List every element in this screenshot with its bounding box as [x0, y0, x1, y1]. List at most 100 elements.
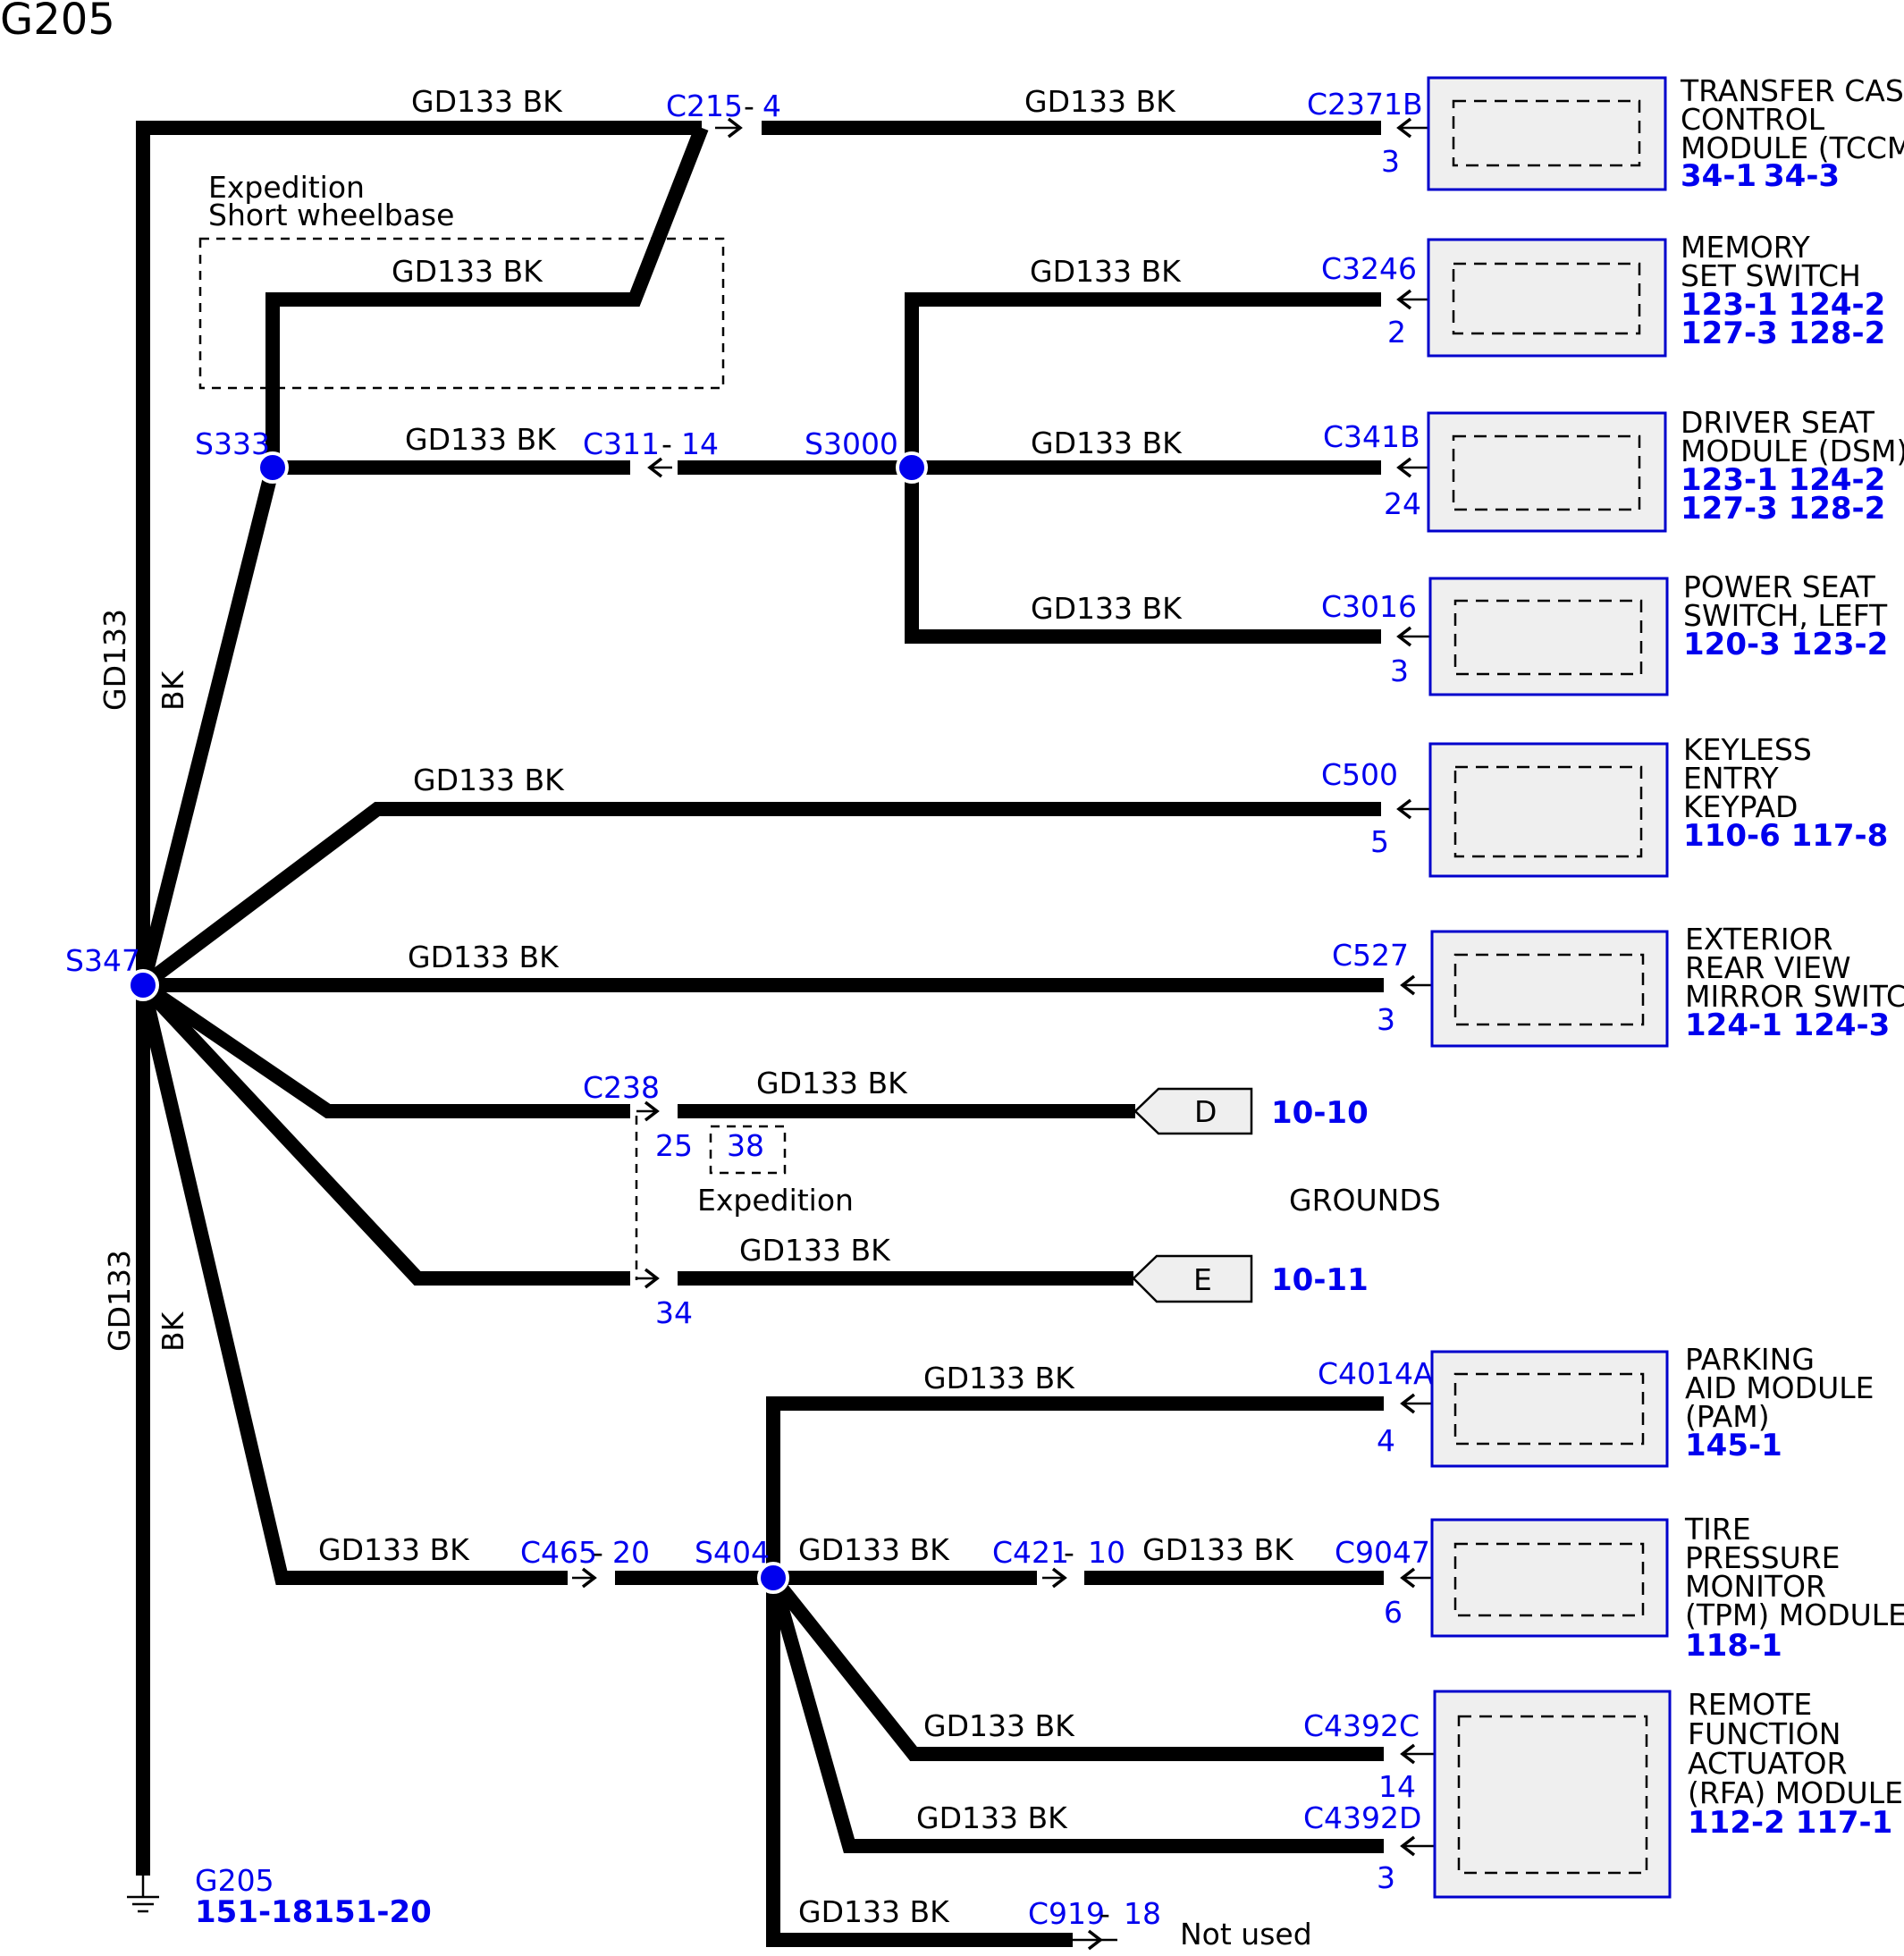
c215-dash: -	[744, 89, 754, 123]
c465-pin: 20	[612, 1535, 650, 1570]
wire-to-c238-a	[139, 979, 630, 1118]
trunk-circuit-lower: GD133	[102, 1250, 137, 1352]
rfa-name-line: ACTUATOR	[1688, 1746, 1847, 1781]
tpm-name-line: PRESSURE	[1685, 1540, 1841, 1575]
wire-label: GD133 BK	[1031, 591, 1183, 626]
tpm-name-line: MONITOR	[1685, 1569, 1826, 1604]
wire-label: GD133 BK	[413, 763, 565, 797]
power-seat-switch-inner	[1453, 599, 1643, 676]
wire-label: GD133 BK	[756, 1066, 908, 1100]
memory-switch-name-line: MEMORY	[1681, 230, 1811, 265]
c238-label: C238	[583, 1070, 660, 1105]
tccm-ref: 34-3	[1764, 158, 1840, 194]
c500-pin: 5	[1370, 824, 1389, 859]
wire-label: GD133 BK	[1030, 254, 1182, 289]
splice-s404-label: S404	[695, 1535, 770, 1570]
c421-label: C421	[992, 1535, 1069, 1570]
wire-label: GD133 BK	[923, 1361, 1075, 1395]
c465-label: C465	[520, 1535, 597, 1570]
power-seat-switch-name-line: SWITCH, LEFT	[1683, 598, 1888, 633]
trunk-circuit-upper: GD133	[97, 609, 132, 711]
ground-tag-e	[1132, 1254, 1253, 1303]
c919-pin: 18	[1124, 1896, 1161, 1931]
pam-ref: 145-1	[1685, 1428, 1782, 1463]
wire-expedition-swb	[265, 125, 709, 468]
wire-to-keypad	[139, 802, 1381, 991]
module-boxes	[1427, 76, 1672, 1899]
wire-label: GD133 BK	[798, 1532, 950, 1567]
memory-switch-name-line: SET SWITCH	[1681, 258, 1861, 293]
option-label-line1: Expedition	[208, 170, 365, 205]
c2371b-pin: 3	[1381, 144, 1400, 179]
c238-pin-38: 38	[727, 1128, 764, 1163]
c3016-pin: 3	[1390, 653, 1409, 688]
rfa-name-line: (RFA) MODULE	[1688, 1775, 1903, 1810]
rfa-name-line: REMOTE	[1688, 1687, 1812, 1722]
tccm-name-line: TRANSFER CASE	[1680, 73, 1904, 108]
pam-name-line: PARKING	[1685, 1342, 1815, 1377]
c421-pin: 10	[1088, 1535, 1125, 1570]
mirror-switch-inner	[1453, 953, 1645, 1026]
wire-to-rfa-c	[767, 1573, 1384, 1761]
c215-label: C215	[666, 89, 743, 123]
module-names: TRANSFER CASE CONTROL MODULE (TCCM) 34-1…	[1680, 73, 1904, 1841]
wire-trunk-top	[136, 121, 702, 985]
c9047-pin: 6	[1384, 1595, 1403, 1630]
wire-to-rfa-d	[766, 1575, 1384, 1853]
rfa-module-box	[1433, 1690, 1672, 1899]
pam-name-line: AID MODULE	[1685, 1370, 1874, 1405]
expedition-swb-option-box	[198, 237, 725, 390]
c3246-label: C3246	[1321, 251, 1417, 286]
wire-label: GD133 BK	[1024, 84, 1176, 119]
memory-switch-box	[1427, 238, 1667, 358]
keypad-ref: 110-6 117-8	[1683, 818, 1888, 854]
keypad-box	[1428, 742, 1669, 878]
c311-pin: 14	[681, 426, 719, 461]
power-seat-switch-box	[1428, 577, 1669, 696]
c919-label: C919	[1028, 1896, 1105, 1931]
c500-label: C500	[1321, 757, 1398, 792]
splices: S333 S3000 S347 S404	[65, 426, 928, 1594]
mirror-switch-name-line: EXTERIOR	[1685, 922, 1832, 957]
dsm-inner	[1452, 434, 1641, 511]
ground-tag-d	[1133, 1087, 1253, 1135]
ground-point-label: G205	[195, 1863, 274, 1898]
memory-switch-ref: 127-3 128-2	[1681, 316, 1885, 351]
wire-label: GD133 BK	[411, 84, 563, 119]
mirror-switch-box	[1430, 930, 1669, 1048]
c311-label: C311	[583, 426, 660, 461]
splice-s347-label: S347	[65, 943, 140, 978]
rfa-inner	[1457, 1715, 1648, 1875]
c341b-label: C341B	[1323, 419, 1420, 454]
c421-dash: -	[1064, 1535, 1074, 1570]
splice-s404	[757, 1562, 789, 1594]
c238-pin-25: 25	[655, 1128, 693, 1163]
rfa-ref: 112-2 117-1	[1688, 1805, 1892, 1841]
c4392c-pin: 14	[1378, 1769, 1416, 1804]
splice-s347	[127, 969, 159, 1001]
c238-pin38-option-box	[709, 1125, 787, 1175]
wires	[136, 121, 1384, 1947]
wire-s347-c465	[136, 983, 568, 1585]
ground-tag-d-letter: D	[1194, 1094, 1217, 1129]
c465-dash: -	[593, 1535, 603, 1570]
module-connectors: C2371B 3 C3246 2 C341B 24 C3016 3 C500 5…	[1303, 87, 1455, 1895]
ground-tags: D 10-10 E 10-11 GROUNDS	[1132, 1087, 1441, 1303]
tccm-name-line: MODULE (TCCM)	[1681, 131, 1904, 165]
c4392c-label: C4392C	[1303, 1708, 1420, 1743]
ground-point: G205 151-18151-20	[127, 1863, 432, 1930]
splice-s333	[257, 451, 289, 484]
wire-label: GD133 BK	[405, 422, 557, 457]
c9047-label: C9047	[1335, 1535, 1430, 1570]
keypad-name-line: KEYPAD	[1683, 789, 1798, 824]
splice-s333-label: S333	[195, 426, 270, 461]
c4392d-label: C4392D	[1303, 1800, 1421, 1835]
c4392d-pin: 3	[1377, 1860, 1395, 1895]
c341b-pin: 24	[1384, 486, 1421, 521]
splice-s3000	[896, 451, 928, 484]
tpm-name-line: TIRE	[1684, 1512, 1751, 1547]
c919-dash: -	[1099, 1896, 1110, 1931]
c311-dash: -	[661, 426, 672, 461]
dsm-ref: 127-3 128-2	[1681, 491, 1885, 527]
wire-labels: GD133 BK GD133 BK GD133 BK GD133 BK GD13…	[318, 84, 1294, 1929]
